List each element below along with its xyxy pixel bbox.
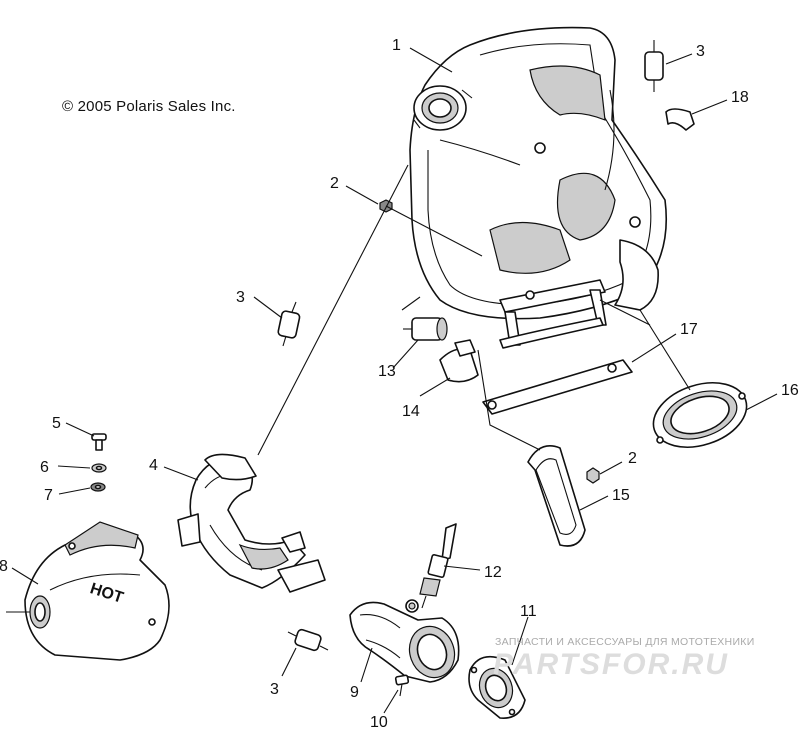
callout-18: 18 xyxy=(731,89,749,106)
mount-gasket xyxy=(527,445,586,547)
mount-plate xyxy=(482,359,633,415)
callout-16: 16 xyxy=(781,382,799,399)
callout-2: 2 xyxy=(330,175,339,192)
callout-3: 3 xyxy=(696,43,705,60)
flange-gasket xyxy=(468,655,526,719)
watermark-logo: PARTSFOR.RU xyxy=(493,648,729,681)
head-pipe-flange xyxy=(349,599,460,683)
watermark-tagline: ЗАПЧАСТИ И АКСЕССУАРЫ ДЛЯ МОТОТЕХНИКИ xyxy=(495,636,755,648)
callout-8: 8 xyxy=(0,558,8,575)
spring-top-right xyxy=(644,40,664,92)
callout-7: 7 xyxy=(44,487,53,504)
callout-4: 4 xyxy=(149,457,158,474)
callout-17: 17 xyxy=(680,321,698,338)
spring-bottom xyxy=(287,628,329,652)
callout-12: 12 xyxy=(484,564,502,581)
outlet-gasket xyxy=(652,382,748,448)
assembly-lines xyxy=(257,164,691,456)
nut-right xyxy=(586,467,600,484)
callout-10: 10 xyxy=(370,714,388,731)
muffler-body xyxy=(409,26,668,349)
o2-sensor xyxy=(419,523,457,609)
callout-1: 1 xyxy=(392,37,401,54)
strap-clamp xyxy=(439,339,479,383)
callout-9: 9 xyxy=(350,684,359,701)
callout-numbers: 1 2 3 18 3 13 14 17 16 5 6 7 4 2 15 8 12… xyxy=(0,37,799,731)
bolt-washers xyxy=(90,433,107,492)
callout-6: 6 xyxy=(40,459,49,476)
flange-bolt xyxy=(394,674,410,697)
callout-leaders xyxy=(6,47,778,714)
spring-left xyxy=(277,301,301,347)
copyright-notice: © 2005 Polaris Sales Inc. xyxy=(62,98,236,115)
exhaust-pipe xyxy=(177,453,326,593)
heat-shield: HOT xyxy=(24,521,170,661)
small-bracket xyxy=(665,108,695,131)
callout-2: 2 xyxy=(628,450,637,467)
callout-3: 3 xyxy=(236,289,245,306)
callout-15: 15 xyxy=(612,487,630,504)
callout-13: 13 xyxy=(378,363,396,380)
callout-11: 11 xyxy=(520,603,537,620)
callout-5: 5 xyxy=(52,415,61,432)
callout-14: 14 xyxy=(402,403,420,420)
rubber-isolator xyxy=(403,317,448,341)
callout-3: 3 xyxy=(270,681,279,698)
